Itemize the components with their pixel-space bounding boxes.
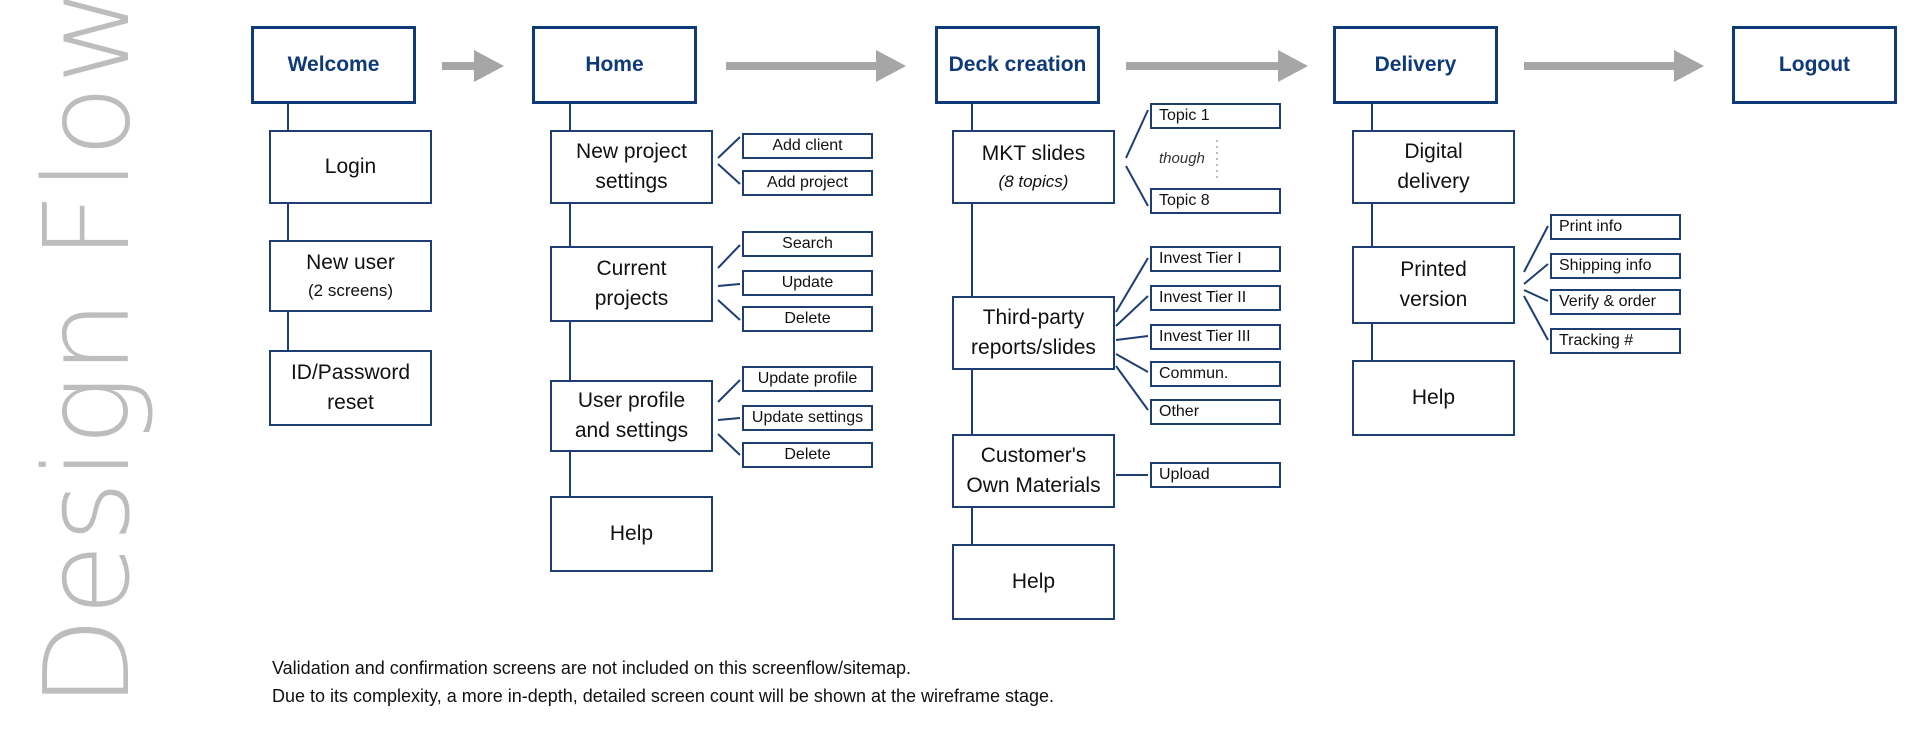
delivery-help-label: Help — [1411, 385, 1456, 409]
third-party-label-1: Third-party — [982, 305, 1085, 329]
screen-commun[interactable]: Commun. — [1150, 361, 1281, 387]
screen-home[interactable]: Home — [532, 26, 697, 104]
login-label: Login — [324, 154, 377, 178]
page-title: Design Flow — [18, 0, 156, 708]
id-reset-label-2: reset — [327, 391, 374, 414]
new-user-sub-label: (2 screens) — [307, 280, 394, 300]
new-user-label: New user — [306, 251, 395, 275]
screen-customers-own-materials[interactable]: Customer's Own Materials — [952, 434, 1115, 508]
update-profile-label: Update profile — [757, 370, 858, 388]
search-label: Search — [782, 235, 833, 253]
screen-logout-label: Logout — [1778, 52, 1851, 76]
delete-profile-label: Delete — [784, 446, 831, 464]
screen-deck-help[interactable]: Help — [952, 544, 1115, 620]
screen-deck-creation[interactable]: Deck creation — [935, 26, 1100, 104]
screen-delivery[interactable]: Delivery — [1333, 26, 1498, 104]
tracking-label: Tracking # — [1559, 332, 1634, 350]
screen-update-profile[interactable]: Update profile — [742, 366, 873, 392]
verify-order-label: Verify & order — [1559, 293, 1656, 311]
screen-search[interactable]: Search — [742, 231, 873, 257]
screen-third-party-reports[interactable]: Third-party reports/slides — [952, 296, 1115, 370]
other-label: Other — [1159, 403, 1200, 421]
screen-print-info[interactable]: Print info — [1550, 214, 1681, 240]
own-materials-label-2: Own Materials — [966, 474, 1101, 497]
invest-tier-2-label: Invest Tier II — [1159, 289, 1247, 307]
screen-invest-tier-2[interactable]: Invest Tier II — [1150, 285, 1281, 311]
topic-1-label: Topic 1 — [1159, 107, 1210, 125]
add-client-label: Add client — [772, 137, 843, 155]
delete-label: Delete — [784, 310, 831, 328]
third-party-label-2: reports/slides — [971, 336, 1096, 359]
add-project-label: Add project — [767, 174, 848, 192]
arrow-welcome-home — [442, 62, 480, 70]
screen-topic-8[interactable]: Topic 8 — [1150, 188, 1281, 214]
screen-shipping-info[interactable]: Shipping info — [1550, 253, 1681, 279]
screen-printed-version[interactable]: Printed version — [1352, 246, 1515, 324]
screen-welcome[interactable]: Welcome — [251, 26, 416, 104]
screen-current-projects[interactable]: Current projects — [550, 246, 713, 322]
screen-logout[interactable]: Logout — [1732, 26, 1897, 104]
screen-invest-tier-3[interactable]: Invest Tier III — [1150, 324, 1281, 350]
screen-home-label: Home — [585, 52, 644, 76]
screen-invest-tier-1[interactable]: Invest Tier I — [1150, 246, 1281, 272]
screen-add-project[interactable]: Add project — [742, 170, 873, 196]
new-project-label-2: settings — [595, 170, 668, 193]
mkt-slides-sub-label: (8 topics) — [998, 171, 1069, 191]
update-settings-label: Update settings — [751, 409, 864, 427]
screen-deck-creation-label: Deck creation — [948, 52, 1087, 76]
arrow-delivery-logout — [1524, 62, 1680, 70]
screen-home-help[interactable]: Help — [550, 496, 713, 572]
screen-login[interactable]: Login — [269, 130, 432, 204]
screen-delivery-help[interactable]: Help — [1352, 360, 1515, 436]
commun-label: Commun. — [1159, 365, 1229, 383]
printed-version-label-2: version — [1399, 288, 1468, 311]
though-note: though — [1159, 150, 1205, 167]
screen-update[interactable]: Update — [742, 270, 873, 296]
footnote-2: Due to its complexity, a more in-depth, … — [272, 686, 1055, 706]
screen-verify-order[interactable]: Verify & order — [1550, 289, 1681, 315]
print-info-label: Print info — [1559, 218, 1623, 236]
mkt-slides-label: MKT slides — [981, 142, 1086, 166]
screen-new-project-settings[interactable]: New project settings — [550, 130, 713, 204]
invest-tier-1-label: Invest Tier I — [1159, 250, 1242, 268]
screen-welcome-label: Welcome — [287, 52, 380, 76]
screen-new-user[interactable]: New user (2 screens) — [269, 240, 432, 312]
footnote-1: Validation and confirmation screens are … — [272, 658, 912, 678]
home-help-label: Help — [609, 521, 654, 545]
printed-version-label-1: Printed — [1400, 257, 1467, 281]
screen-delete-profile[interactable]: Delete — [742, 442, 873, 468]
screen-mkt-slides[interactable]: MKT slides (8 topics) — [952, 130, 1115, 204]
own-materials-label-1: Customer's — [980, 443, 1087, 467]
new-project-label-1: New project — [576, 139, 687, 163]
screen-add-client[interactable]: Add client — [742, 133, 873, 159]
current-projects-label-2: projects — [594, 287, 669, 310]
screen-digital-delivery[interactable]: Digital delivery — [1352, 130, 1515, 204]
screen-update-settings[interactable]: Update settings — [742, 405, 873, 431]
id-reset-label-1: ID/Password — [290, 360, 411, 384]
screen-other[interactable]: Other — [1150, 399, 1281, 425]
arrow-deck-delivery — [1126, 62, 1284, 70]
screen-delivery-label: Delivery — [1374, 52, 1457, 76]
screen-upload[interactable]: Upload — [1150, 462, 1281, 488]
arrow-home-deck — [726, 62, 882, 70]
digital-delivery-label-2: delivery — [1397, 170, 1470, 193]
screen-tracking[interactable]: Tracking # — [1550, 328, 1681, 354]
user-profile-label-1: User profile — [577, 388, 686, 412]
screen-delete[interactable]: Delete — [742, 306, 873, 332]
invest-tier-3-label: Invest Tier III — [1159, 328, 1251, 346]
current-projects-label-1: Current — [596, 256, 667, 280]
update-label: Update — [781, 274, 834, 292]
topic-8-label: Topic 8 — [1159, 192, 1210, 210]
deck-help-label: Help — [1011, 569, 1056, 593]
shipping-info-label: Shipping info — [1559, 257, 1652, 275]
user-profile-label-2: and settings — [574, 419, 689, 442]
screen-id-password-reset[interactable]: ID/Password reset — [269, 350, 432, 426]
digital-delivery-label-1: Digital — [1404, 139, 1463, 163]
screen-user-profile-settings[interactable]: User profile and settings — [550, 380, 713, 452]
upload-label: Upload — [1159, 466, 1210, 484]
screen-topic-1[interactable]: Topic 1 — [1150, 103, 1281, 129]
